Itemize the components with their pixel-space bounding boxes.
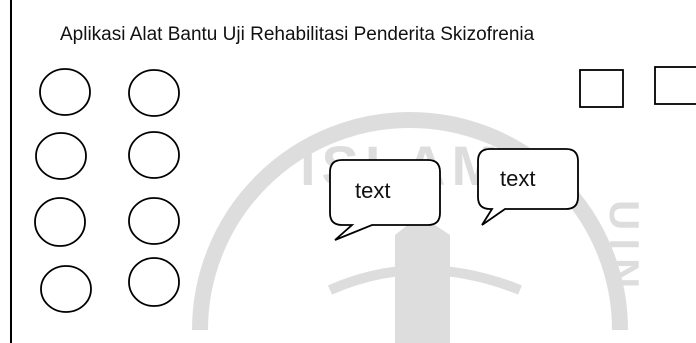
circle-button-6[interactable] <box>128 197 180 245</box>
circle-button-3[interactable] <box>35 132 87 180</box>
circle-button-1[interactable] <box>39 68 91 116</box>
circle-button-8[interactable] <box>128 257 180 307</box>
speech-bubble-1-text: text <box>355 178 391 203</box>
square-button-2[interactable] <box>654 66 696 105</box>
circle-button-4[interactable] <box>128 131 180 179</box>
circle-button-2[interactable] <box>128 69 180 117</box>
square-button-1[interactable] <box>579 69 624 108</box>
speech-bubble-2 <box>477 148 579 226</box>
circle-button-5[interactable] <box>34 197 86 247</box>
circle-button-7[interactable] <box>40 265 92 313</box>
speech-bubble-1 <box>329 159 441 241</box>
app-title: Aplikasi Alat Bantu Uji Rehabilitasi Pen… <box>60 24 535 45</box>
speech-bubble-2-text: text <box>500 166 536 191</box>
